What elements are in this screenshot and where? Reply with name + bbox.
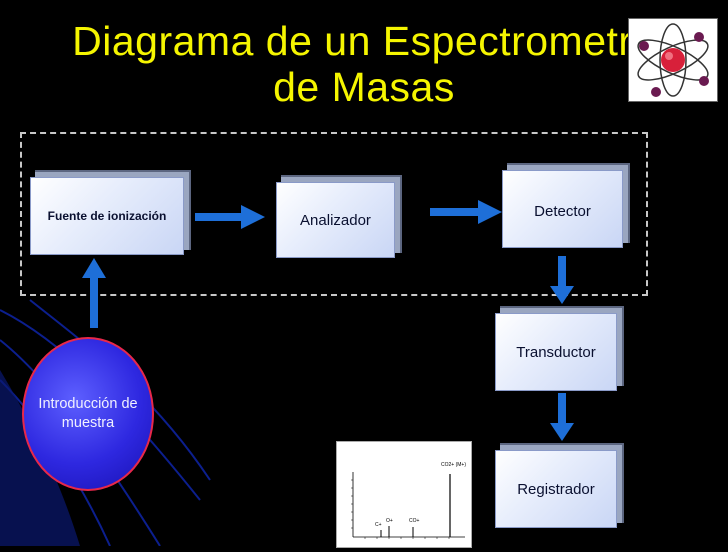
analyzer-block: Analizador — [276, 182, 395, 258]
arrow-down-icon — [550, 256, 574, 304]
sample-introduction-ellipse: Introducción de muestra — [22, 337, 154, 491]
atom-icon — [628, 18, 718, 102]
vacuum-region-border — [20, 132, 648, 296]
recorder-block: Registrador — [495, 450, 617, 528]
arrow-right-icon — [430, 200, 502, 224]
detector-label: Detector — [534, 203, 591, 220]
ionization-source-block: Fuente de ionización — [30, 177, 184, 255]
arrow-down-icon — [550, 393, 574, 441]
detector-block: Detector — [502, 170, 623, 248]
transducer-block: Transductor — [495, 313, 617, 391]
recorder-label: Registrador — [517, 480, 595, 498]
page-title: Diagrama de un Espectrometro de Masas — [0, 18, 728, 110]
transducer-label: Transductor — [516, 343, 596, 361]
title-line-2: de Masas — [273, 64, 455, 110]
analyzer-label: Analizador — [300, 211, 371, 229]
arrow-right-icon — [195, 205, 265, 229]
mass-spectrum-image: CO2+ (M+) CO+ C+ O+ — [336, 441, 472, 548]
spectrum-peak-small-label: CO+ — [409, 518, 420, 524]
spectrum-peak-main-label: CO2+ (M+) — [441, 462, 466, 468]
sample-introduction-label: Introducción de muestra — [38, 396, 138, 431]
spectrum-peak-o-label: O+ — [386, 518, 393, 524]
ionization-source-label: Fuente de ionización — [47, 209, 167, 223]
spectrum-peak-c-label: C+ — [375, 522, 382, 528]
arrow-up-icon — [82, 258, 106, 328]
title-line-1: Diagrama de un Espectrometro — [72, 18, 656, 64]
